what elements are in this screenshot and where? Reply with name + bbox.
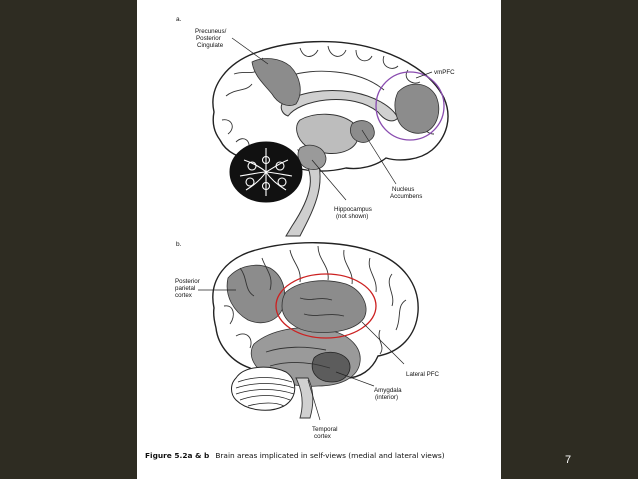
lateral-gyri bbox=[223, 245, 407, 369]
lateral-pfc-region bbox=[281, 280, 367, 333]
slide-number: 7 bbox=[565, 454, 572, 466]
label-hippocampus: Hippocampus (not shown) bbox=[334, 206, 374, 220]
label-vmpfc: vmPFC bbox=[434, 69, 455, 76]
vmpfc-region bbox=[394, 83, 440, 134]
label-precuneus: Precuneus/ Posterior Cingulate bbox=[195, 28, 228, 49]
vmpfc-highlight-circle bbox=[375, 71, 445, 141]
lateral-cerebellum bbox=[231, 366, 296, 411]
lateral-brain bbox=[212, 242, 419, 419]
lateral-pfc-highlight-ellipse bbox=[275, 273, 377, 339]
precuneus-region bbox=[251, 58, 301, 106]
label-posterior-parietal: Posterior parietal cortex bbox=[175, 278, 202, 299]
label-temporal: Temporal cortex bbox=[312, 426, 339, 440]
panel-b-letter: b. bbox=[176, 241, 182, 248]
label-amygdala: Amygdala (interior) bbox=[374, 387, 403, 401]
corpus-callosum bbox=[280, 90, 399, 122]
cerebellum bbox=[229, 141, 303, 203]
panel-b-leaders bbox=[198, 289, 405, 421]
accumbens-region bbox=[350, 120, 375, 143]
lateral-brainstem bbox=[295, 377, 314, 419]
thalamus bbox=[296, 113, 359, 154]
panel-a-leaders bbox=[231, 37, 433, 201]
brainstem bbox=[285, 149, 321, 237]
label-lateral-pfc: Lateral PFC bbox=[406, 371, 440, 378]
medial-brain bbox=[212, 40, 449, 237]
amygdala-region bbox=[311, 351, 351, 383]
label-nucleus-accumbens: Nucleus Accumbens bbox=[390, 186, 422, 200]
panel-a-letter: a. bbox=[176, 16, 182, 23]
